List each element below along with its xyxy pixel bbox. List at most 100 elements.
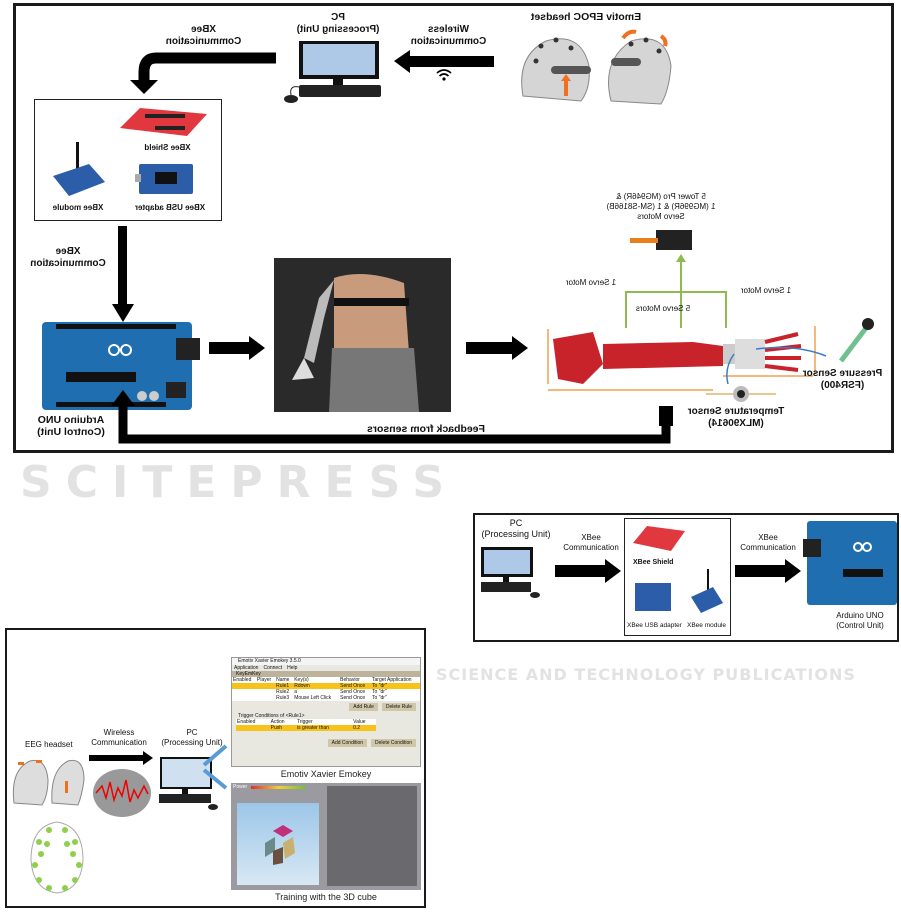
xbee-module-image bbox=[691, 569, 723, 613]
sensor-connection-lines bbox=[726, 346, 827, 385]
xbee-components-box: XBee Shield XBee USB adapter XBee module bbox=[624, 518, 731, 636]
xbee-usb-label: XBee USB adapter bbox=[627, 622, 682, 629]
arduino-label: Arduino UNO(Control Unit) bbox=[836, 611, 884, 630]
col-player: Player bbox=[257, 677, 272, 683]
col-behavior: Behavior bbox=[340, 677, 360, 683]
col-target: Target Application bbox=[372, 677, 412, 683]
arduino-label: Arduino UNO (Control Unit) bbox=[37, 414, 105, 438]
arduino-uno-image bbox=[42, 322, 200, 410]
rule-keys: a bbox=[294, 689, 297, 695]
pc-computer-icon bbox=[159, 757, 218, 810]
xbee-comm-left-label: XBee Communication bbox=[30, 246, 106, 269]
arrow-xbee-to-arduino bbox=[112, 226, 134, 322]
trigger-action: Push bbox=[270, 725, 283, 731]
wireless-label: Wireless Communication bbox=[410, 24, 487, 47]
rule-target: To "dr" bbox=[372, 683, 387, 689]
brain-signal-image bbox=[93, 769, 151, 817]
trigger-condition: is greater than bbox=[296, 725, 329, 731]
robotic-arm-image bbox=[547, 326, 816, 391]
emokey-menu-bar: Application Connect Help bbox=[232, 665, 420, 671]
figure-1-system-diagram: PC (Processing Unit) Wireless Communicat… bbox=[13, 3, 894, 453]
emokey-rule-row[interactable]: Rule2 a Send Once To "dr" bbox=[232, 689, 420, 695]
arrow-arduino-to-prosthesis bbox=[209, 336, 265, 360]
trigger-row[interactable]: Push is greater than 0.2 bbox=[236, 725, 376, 731]
add-condition-button[interactable]: Add Condition bbox=[327, 739, 368, 747]
emokey-rule-row[interactable]: Rule3 Mouse Left Click Send Once To "dr" bbox=[232, 695, 420, 701]
servo-label-1b: 1 Servo Motor bbox=[740, 286, 792, 295]
add-rule-button[interactable]: Add Rule bbox=[349, 703, 378, 711]
rule-name: Rule2 bbox=[276, 689, 290, 695]
xbee-shield-image bbox=[120, 108, 207, 136]
arrow-xbee-to-arduino bbox=[735, 559, 801, 583]
xbee-module-label: XBee module bbox=[52, 203, 104, 212]
power-label: Power bbox=[233, 784, 248, 790]
power-bar bbox=[251, 786, 306, 789]
pc-computer-icon bbox=[284, 41, 381, 103]
servo-motors-label: 5 Tower Pro (MG946R) & 1 (MG996R) & 1 (S… bbox=[606, 192, 716, 221]
xbee-usb-label: XBee USB adapter bbox=[134, 203, 206, 212]
rule-target: To "dr" bbox=[372, 695, 387, 701]
headset-label: Emotiv EPOC headset bbox=[530, 11, 642, 23]
rule-target: To "dr" bbox=[372, 689, 387, 695]
pc-label: PC(Processing Unit) bbox=[161, 728, 223, 747]
col-trigger: Trigger bbox=[296, 719, 313, 725]
pc-label: PC(Processing Unit) bbox=[481, 518, 551, 539]
rule-behavior: Send Once bbox=[340, 695, 366, 701]
xbee-comm-top-label: XBee Communication bbox=[165, 24, 242, 47]
arrows-pc-to-apps bbox=[202, 744, 228, 790]
col-value: Value bbox=[353, 719, 366, 725]
arduino-uno-image bbox=[803, 521, 897, 605]
servo-motor-image bbox=[630, 230, 692, 250]
rule-name: Rule3 bbox=[276, 695, 290, 701]
menu-connect[interactable]: Connect bbox=[263, 665, 283, 671]
col-enabled: Enabled bbox=[237, 719, 256, 725]
rule-behavior: Send Once bbox=[340, 689, 366, 695]
cube-caption: Training with the 3D cube bbox=[275, 892, 377, 902]
rule-name: Rule1 bbox=[276, 683, 290, 689]
col-name: Name bbox=[276, 677, 290, 683]
col-keys: Key(s) bbox=[294, 677, 309, 683]
emokey-tab[interactable]: KeyEmKey bbox=[232, 671, 420, 677]
temperature-sensor-label: Temperature Sensor (MLX90614) bbox=[687, 406, 785, 429]
menu-help[interactable]: Help bbox=[287, 665, 298, 671]
servo-connection-lines bbox=[625, 254, 727, 328]
arrow-feedback bbox=[111, 390, 673, 444]
xbee-module-image bbox=[53, 142, 105, 196]
pressure-sensor-label: Pressure Sensor (FSR400) bbox=[802, 368, 883, 391]
wifi-icon bbox=[436, 69, 452, 81]
emokey-caption: Emotiv Xavier Emokey bbox=[280, 769, 372, 779]
arrow-pc-to-xbee bbox=[130, 52, 276, 94]
pc-computer-icon bbox=[481, 547, 540, 598]
trigger-value: 0.2 bbox=[353, 725, 361, 731]
xbee-shield-image bbox=[633, 526, 685, 551]
xbee-components-box: XBee Shield XBee USB adapter XBee module bbox=[34, 99, 222, 221]
trigger-columns: Enabled Action Trigger Value bbox=[236, 719, 376, 725]
xbee-shield-label: XBee Shield bbox=[633, 559, 674, 566]
trigger-table: Enabled Action Trigger Value Push is greater… bbox=[236, 719, 376, 731]
watermark-tagline: SCIENCE AND TECHNOLOGY PUBLICATIONS bbox=[436, 665, 856, 684]
col-action: Action bbox=[270, 719, 285, 725]
xbee-usb-adapter-image bbox=[635, 583, 671, 611]
xbee-module-label: XBee module bbox=[687, 622, 727, 629]
delete-condition-button[interactable]: Delete Condition bbox=[371, 739, 416, 747]
temperature-sensor-image bbox=[706, 386, 776, 402]
watermark-brand: SCITEPRESS bbox=[20, 457, 459, 508]
3d-cube-view bbox=[237, 803, 319, 885]
xbee-usb-adapter-image bbox=[135, 164, 193, 194]
arrow-pc-to-xbee bbox=[555, 559, 621, 583]
cube-training-window: Power bbox=[231, 783, 421, 890]
menu-application[interactable]: Application bbox=[234, 665, 259, 671]
cube-settings-panel bbox=[327, 786, 417, 886]
delete-rule-button[interactable]: Delete Rule bbox=[381, 703, 416, 711]
arrow-prosthesis-to-arm bbox=[466, 336, 528, 360]
rule-behavior: Send Once bbox=[340, 683, 366, 689]
rule-keys: Mouse Left Click bbox=[294, 695, 332, 701]
feedback-label: Feedback from sensors bbox=[367, 423, 485, 435]
